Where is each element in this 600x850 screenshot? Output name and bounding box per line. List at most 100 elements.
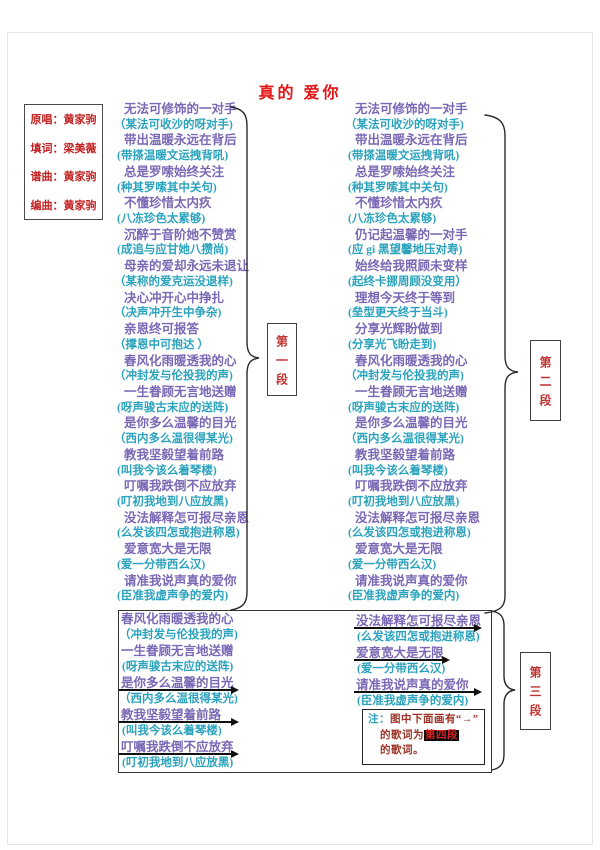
lyric-pair: 一生眷顾无言地送赠(呀声骏古末应的送阵) (119, 643, 238, 675)
lyric-line: 是你多么温馨的目光 (355, 416, 468, 431)
lyric-pair: 叮嘱我跌倒不应放弃(叮初我地到八应放黑) (345, 479, 495, 510)
section-2-label-box: 第二段 (530, 340, 561, 421)
lyric-pair: 爱意宽大是无限(爱一分带西么汉) (114, 542, 264, 573)
credit-label: 原唱：黄家驹 (30, 114, 97, 127)
pronunciation-annotation: (叫我今该么着琴楼) (348, 464, 448, 477)
pronunciation-annotation: (带搽温暖文运拽背吼) (348, 150, 460, 163)
lyric-line: 叮嘱我跌倒不应放弃 (121, 740, 234, 754)
lyric-pair: 爱意宽大是无限(爱一分带西么汉) (345, 542, 495, 573)
lyric-pair: 是你多么温馨的目光 （西内多么温很得某光) (119, 675, 239, 707)
lyric-pair: 决心冲开心中挣扎（决声冲开生中争杂) (114, 291, 264, 322)
pronunciation-annotation: (爱一分带西么汉) (348, 558, 437, 571)
lyrics-column-2: 无法可修饰的一对手（某法可收沙的呀对手)带出温暖永远在背后 (带搽温暖文运拽背吼)… (345, 102, 495, 605)
lyric-line: 没法解释怎可报尽亲恩 (356, 614, 482, 628)
lyric-pair: 分享光辉盼做到(分享光飞盼走到) (345, 322, 495, 353)
lyric-line: 带出温暖永远在背后 (124, 133, 237, 148)
lyric-line: 不懂珍惜太内疚 (355, 196, 443, 211)
lyric-pair: 教我坚毅望着前路(叫我今该么着琴楼) (345, 448, 495, 479)
pronunciation-annotation: （撑恩中可抱达 ） (114, 338, 209, 351)
pronunciation-annotation: (么发该四怎或抱进称恩) (117, 527, 240, 540)
lyric-line: 爱意宽大是无限 (124, 542, 212, 557)
lyric-line: 是你多么温馨的目光 (121, 676, 234, 690)
lyric-line: 叮嘱我跌倒不应放弃 (124, 479, 237, 494)
pronunciation-annotation: (带搽温暖文运拽背吼) (117, 150, 229, 163)
lyric-line: 春风化雨暖透我的心 (121, 612, 234, 626)
note-text-2: 的歌词为 (380, 729, 424, 741)
lyric-line: 沉醉于音阶她不赞赏 (124, 227, 237, 242)
lyric-pair: 春风化雨暖透我的心（冲封发与伦投我的声) (345, 354, 495, 385)
lyric-pair: 带出温暖永远在背后 (带搽温暖文运拽背吼) (345, 133, 495, 164)
lyric-pair: 春风化雨暖透我的心（冲封发与伦投我的声) (119, 611, 238, 643)
bottom-left-column: 春风化雨暖透我的心（冲封发与伦投我的声)一生眷顾无言地送赠(呀声骏古末应的送阵)… (119, 611, 239, 771)
pronunciation-annotation: （冲封发与伦投我的声) (114, 370, 233, 383)
pronunciation-annotation: (臣准我虚声争的爱内) (348, 590, 460, 603)
lyric-pair: 始终给我照顾未变样(起终卡挪周顾没变用） (345, 259, 495, 290)
pronunciation-annotation: （决声冲开生中争杂) (114, 307, 222, 320)
pronunciation-annotation: (叮初我地到八应放黑) (122, 757, 234, 769)
lyric-line: 爱意宽大是无限 (355, 542, 443, 557)
pronunciation-annotation: (呀声骏古末应的送阵) (122, 661, 234, 673)
lyric-line: 叮嘱我跌倒不应放弃 (355, 479, 468, 494)
pronunciation-annotation: (八冻珍色太累够) (348, 213, 437, 226)
credit-label: 编曲：黄家驹 (30, 199, 97, 212)
lyric-pair: 理想今天终于等到 (垒型更天终于当斗) (345, 291, 495, 322)
pronunciation-annotation: (臣准我虚声争的爱内) (357, 695, 469, 707)
pronunciation-annotation: （西内多么温很得某光) (345, 433, 464, 446)
note-box: 注：图中下面画有“→” 的歌词为第四段 的歌词。 (362, 709, 485, 765)
lyric-pair: 请准我说声真的爱你(臣准我虚声争的爱内) (114, 574, 264, 605)
lyric-line: 总是罗嗦始终关注 (355, 164, 456, 179)
lyric-line: 教我坚毅望着前路 (124, 447, 225, 462)
pronunciation-annotation: (爱一分带西么汉) (117, 558, 206, 571)
note-line-1: 注：图中下面画有“→” (368, 712, 484, 728)
lyric-pair: 春风化雨暖透我的心 （冲封发与伦投我的声) (114, 354, 264, 385)
fourth-verse-arrow (119, 750, 239, 757)
lyric-pair: 教我坚毅望着前路(叫我今该么着琴楼) (119, 707, 239, 739)
lyric-line: 无法可修饰的一对手 (124, 102, 237, 116)
lyric-pair: 带出温暖永远在背后 (带搽温暖文运拽背吼) (114, 133, 264, 164)
pronunciation-annotation: (呀声骏古末应的送阵) (348, 401, 460, 414)
section-2-label: 第二段 (538, 355, 552, 413)
note-text-3: 的歌词。 (380, 745, 424, 756)
lyric-pair: 无法可修饰的一对手 （某法可收沙的呀对手) (114, 102, 264, 133)
fourth-verse-arrow (119, 686, 239, 693)
lyric-line: 请准我说声真的爱你 (355, 573, 468, 588)
lyric-line: 亲恩终可报答 (124, 322, 200, 337)
pronunciation-annotation: （某法可收沙的呀对手) (345, 118, 464, 131)
lyric-pair: 母亲的爱却永远未退让（某称的爱克运没退样) (114, 259, 264, 290)
section-3-brace (491, 610, 516, 771)
lyric-pair: 无法可修饰的一对手（某法可收沙的呀对手) (345, 102, 495, 133)
lyric-pair: 不懂珍惜太内疚 (八冻珍色太累够) (114, 196, 264, 227)
song-title: 真的 爱你 (258, 85, 342, 102)
lyrics-column-1: 无法可修饰的一对手 （某法可收沙的呀对手) 带出温暖永远在背后 (带搽温暖文运拽背吼)… (114, 102, 264, 605)
pronunciation-annotation: （西内多么温很得某光) (114, 433, 233, 446)
lyric-pair: 总是罗嗦始终关注(种其罗嗦其中关句) (114, 165, 264, 196)
pronunciation-annotation: (叫我今该么着琴楼) (122, 725, 222, 737)
lyric-line: 是你多么温馨的目光 (124, 416, 237, 431)
lyric-pair: 不懂珍惜太内疚 (八冻珍色太累够) (345, 196, 495, 227)
fourth-verse-arrow (354, 688, 482, 695)
pronunciation-annotation: (么发该四怎或抱进称恩) (348, 527, 471, 540)
lyric-pair: 亲恩终可报答（撑恩中可抱达 ） (114, 322, 264, 353)
lyric-line: 不懂珍惜太内疚 (124, 196, 212, 211)
credit-label: 谱曲：黄家驹 (30, 171, 97, 184)
section-3-label: 第三段 (528, 666, 542, 723)
lyric-line: 春风化雨暖透我的心 (124, 353, 237, 368)
section-1-label-box: 第一段 (267, 323, 297, 396)
pronunciation-annotation: （某法可收沙的呀对手) (114, 118, 233, 131)
pronunciation-annotation: （西内多么温很得某光) (119, 693, 238, 705)
lyric-pair: 叮嘱我跌倒不应放弃 (叮初我地到八应放黑) (119, 739, 239, 771)
lyric-line: 带出温暖永远在背后 (355, 133, 468, 148)
lyric-line: 始终给我照顾未变样 (355, 259, 468, 274)
pronunciation-annotation: (臣准我虚声争的爱内) (117, 590, 229, 603)
note-line-2: 的歌词为第四段 (368, 728, 484, 744)
pronunciation-annotation: (种其罗嗦其中关句) (348, 181, 448, 194)
bottom-right-column: 没法解释怎可报尽亲恩(么发该四怎或抱进称恩)爱意宽大是无限(爱一分带西么汉)请准… (354, 613, 482, 709)
pronunciation-annotation: (八冻珍色太累够) (117, 213, 206, 226)
note-line-3: 的歌词。 (368, 743, 484, 759)
pronunciation-annotation: (呀声骏古末应的送阵) (117, 401, 229, 414)
lyric-line: 仍记起温馨的一对手 (355, 227, 468, 242)
lyric-line: 春风化雨暖透我的心 (355, 353, 468, 368)
lyric-line: 爱意宽大是无限 (356, 646, 444, 660)
pronunciation-annotation: (垒型更天终于当斗) (348, 307, 448, 320)
lyric-line: 理想今天终于等到 (355, 290, 456, 305)
